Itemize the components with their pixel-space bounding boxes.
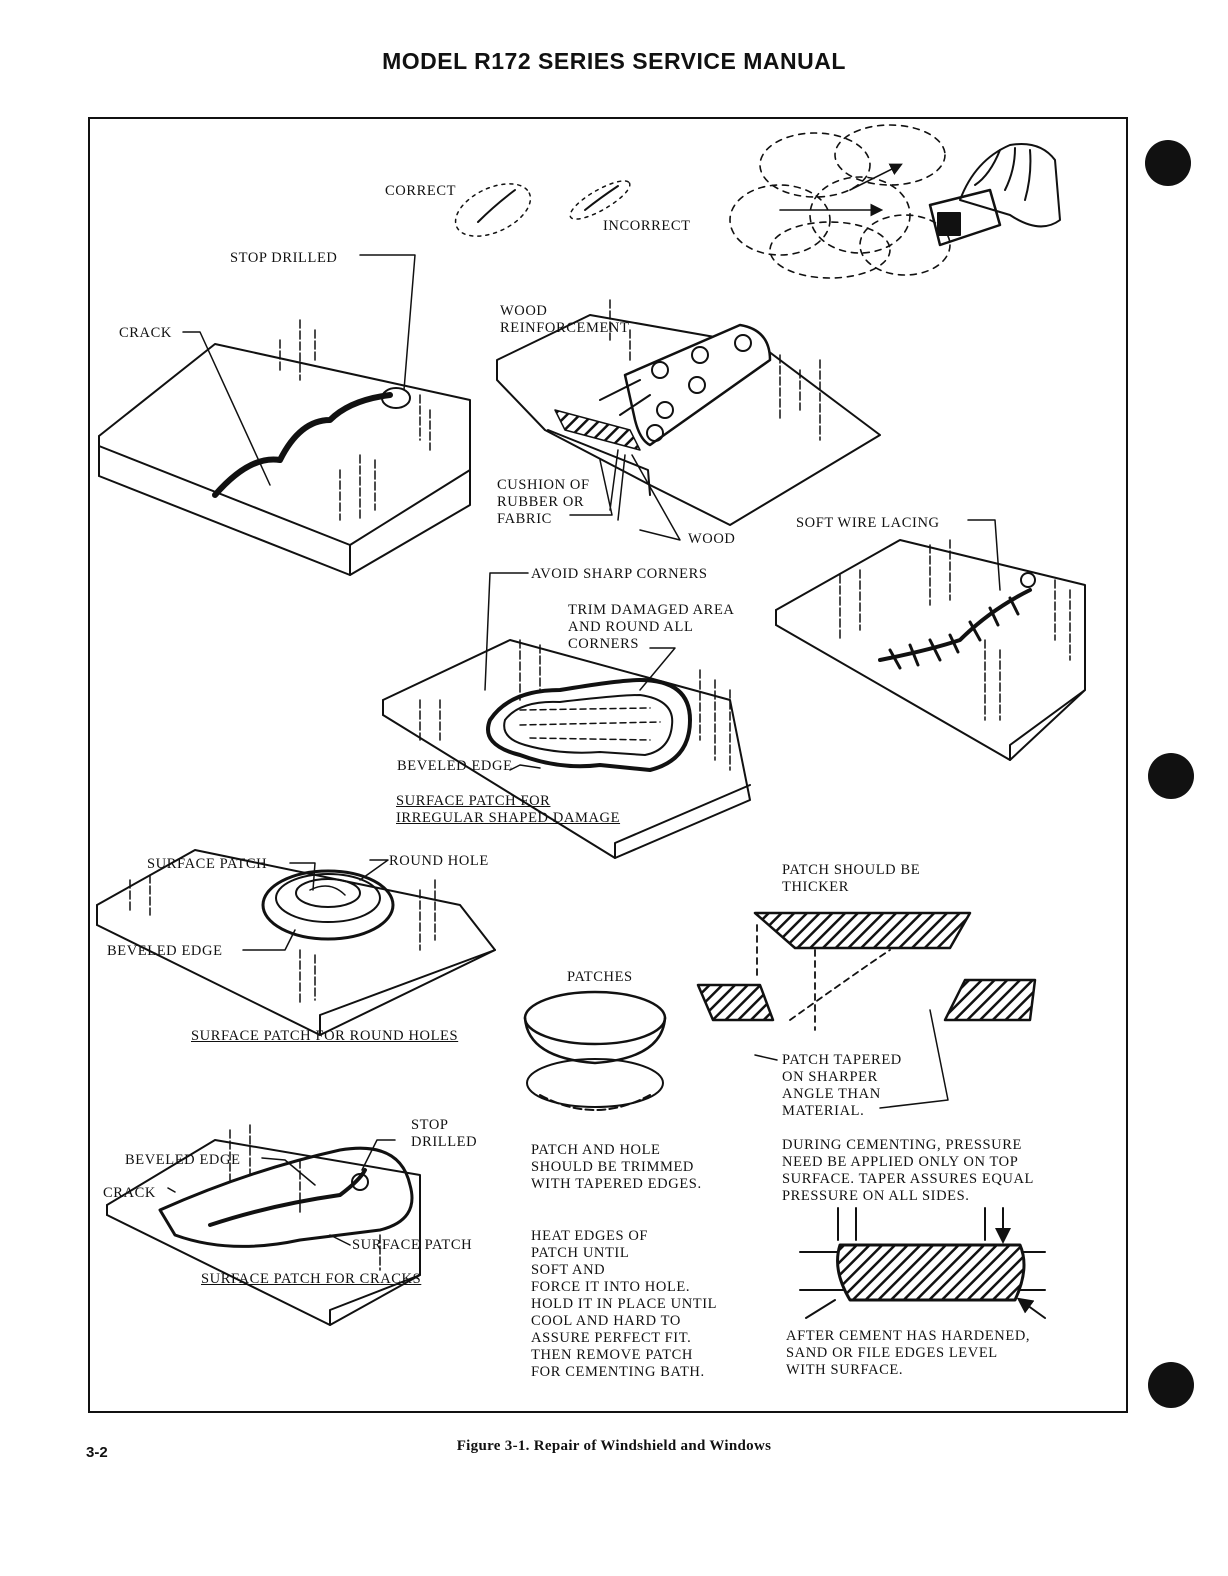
label-cushion: CUSHION OF RUBBER OR FABRIC <box>497 477 590 527</box>
label-wood: WOOD <box>688 531 736 547</box>
label-surface-patch-round: SURFACE PATCH <box>147 856 268 872</box>
wood-reinforcement-panel <box>496 299 881 541</box>
label-patch-and-hole: PATCH AND HOLE SHOULD BE TRIMMED WITH TA… <box>531 1142 702 1192</box>
crack-patch-panel <box>106 1124 421 1326</box>
label-surface-patch-irregular: SURFACE PATCH FOR IRREGULAR SHAPED DAMAG… <box>396 793 621 826</box>
correct-pattern <box>454 183 532 237</box>
thicker-patch-diagram <box>696 911 1037 1109</box>
label-round-hole: ROUND HOLE <box>389 853 489 869</box>
label-beveled-edge-mid: BEVELED EDGE <box>397 758 513 774</box>
label-surface-patch-round-holes: SURFACE PATCH FOR ROUND HOLES <box>191 1028 459 1044</box>
hand-sanding-block-icon <box>928 143 1061 247</box>
label-stop-drilled-bottom: STOP DRILLED <box>411 1117 478 1150</box>
binder-hole-bottom <box>1148 1362 1194 1408</box>
label-patches: PATCHES <box>567 969 633 985</box>
label-crack-bottom: CRACK <box>103 1185 156 1201</box>
soft-wire-lacing-panel <box>775 519 1086 761</box>
label-stop-drilled-top: STOP DRILLED <box>230 250 338 266</box>
pressure-diagram <box>799 1207 1046 1319</box>
label-trim-damaged: TRIM DAMAGED AREA AND ROUND ALL CORNERS <box>568 602 735 652</box>
incorrect-pattern <box>569 180 631 220</box>
round-hole-panel <box>96 849 496 1036</box>
irregular-damage-panel <box>382 572 751 859</box>
figure-caption: Figure 3-1. Repair of Windshield and Win… <box>456 1438 772 1454</box>
label-incorrect: INCORRECT <box>603 218 691 234</box>
label-avoid-sharp-corners: AVOID SHARP CORNERS <box>531 566 708 582</box>
sanding-motion-diagram <box>729 124 951 279</box>
label-during-cementing: DURING CEMENTING, PRESSURE NEED BE APPLI… <box>782 1137 1034 1204</box>
label-correct: CORRECT <box>385 183 457 199</box>
label-soft-wire-lacing: SOFT WIRE LACING <box>796 515 940 531</box>
label-beveled-edge-bottom: BEVELED EDGE <box>125 1152 241 1168</box>
figure-frame <box>88 117 1128 1413</box>
page-header-title: MODEL R172 SERIES SERVICE MANUAL <box>382 48 846 74</box>
label-after-cement: AFTER CEMENT HAS HARDENED, SAND OR FILE … <box>786 1328 1031 1378</box>
stop-drilled-crack-panel <box>98 254 471 576</box>
label-surface-patch-cracks: SURFACE PATCH FOR CRACKS <box>201 1271 422 1287</box>
binder-hole-middle <box>1148 753 1194 799</box>
label-patch-tapered: PATCH TAPERED ON SHARPER ANGLE THAN MATE… <box>782 1052 902 1119</box>
label-heat-edges: HEAT EDGES OF PATCH UNTIL SOFT AND FORCE… <box>531 1228 718 1380</box>
label-patch-should-be-thicker: PATCH SHOULD BE THICKER <box>782 862 921 895</box>
label-crack-top: CRACK <box>119 325 172 341</box>
label-wood-reinforcement: WOOD REINFORCEMENT <box>500 303 630 336</box>
binder-hole-top <box>1145 140 1191 186</box>
page-number: 3-2 <box>86 1444 108 1461</box>
label-surface-patch-bottom: SURFACE PATCH <box>352 1237 473 1253</box>
label-beveled-edge-round: BEVELED EDGE <box>107 943 223 959</box>
patches-icon <box>523 990 667 1111</box>
